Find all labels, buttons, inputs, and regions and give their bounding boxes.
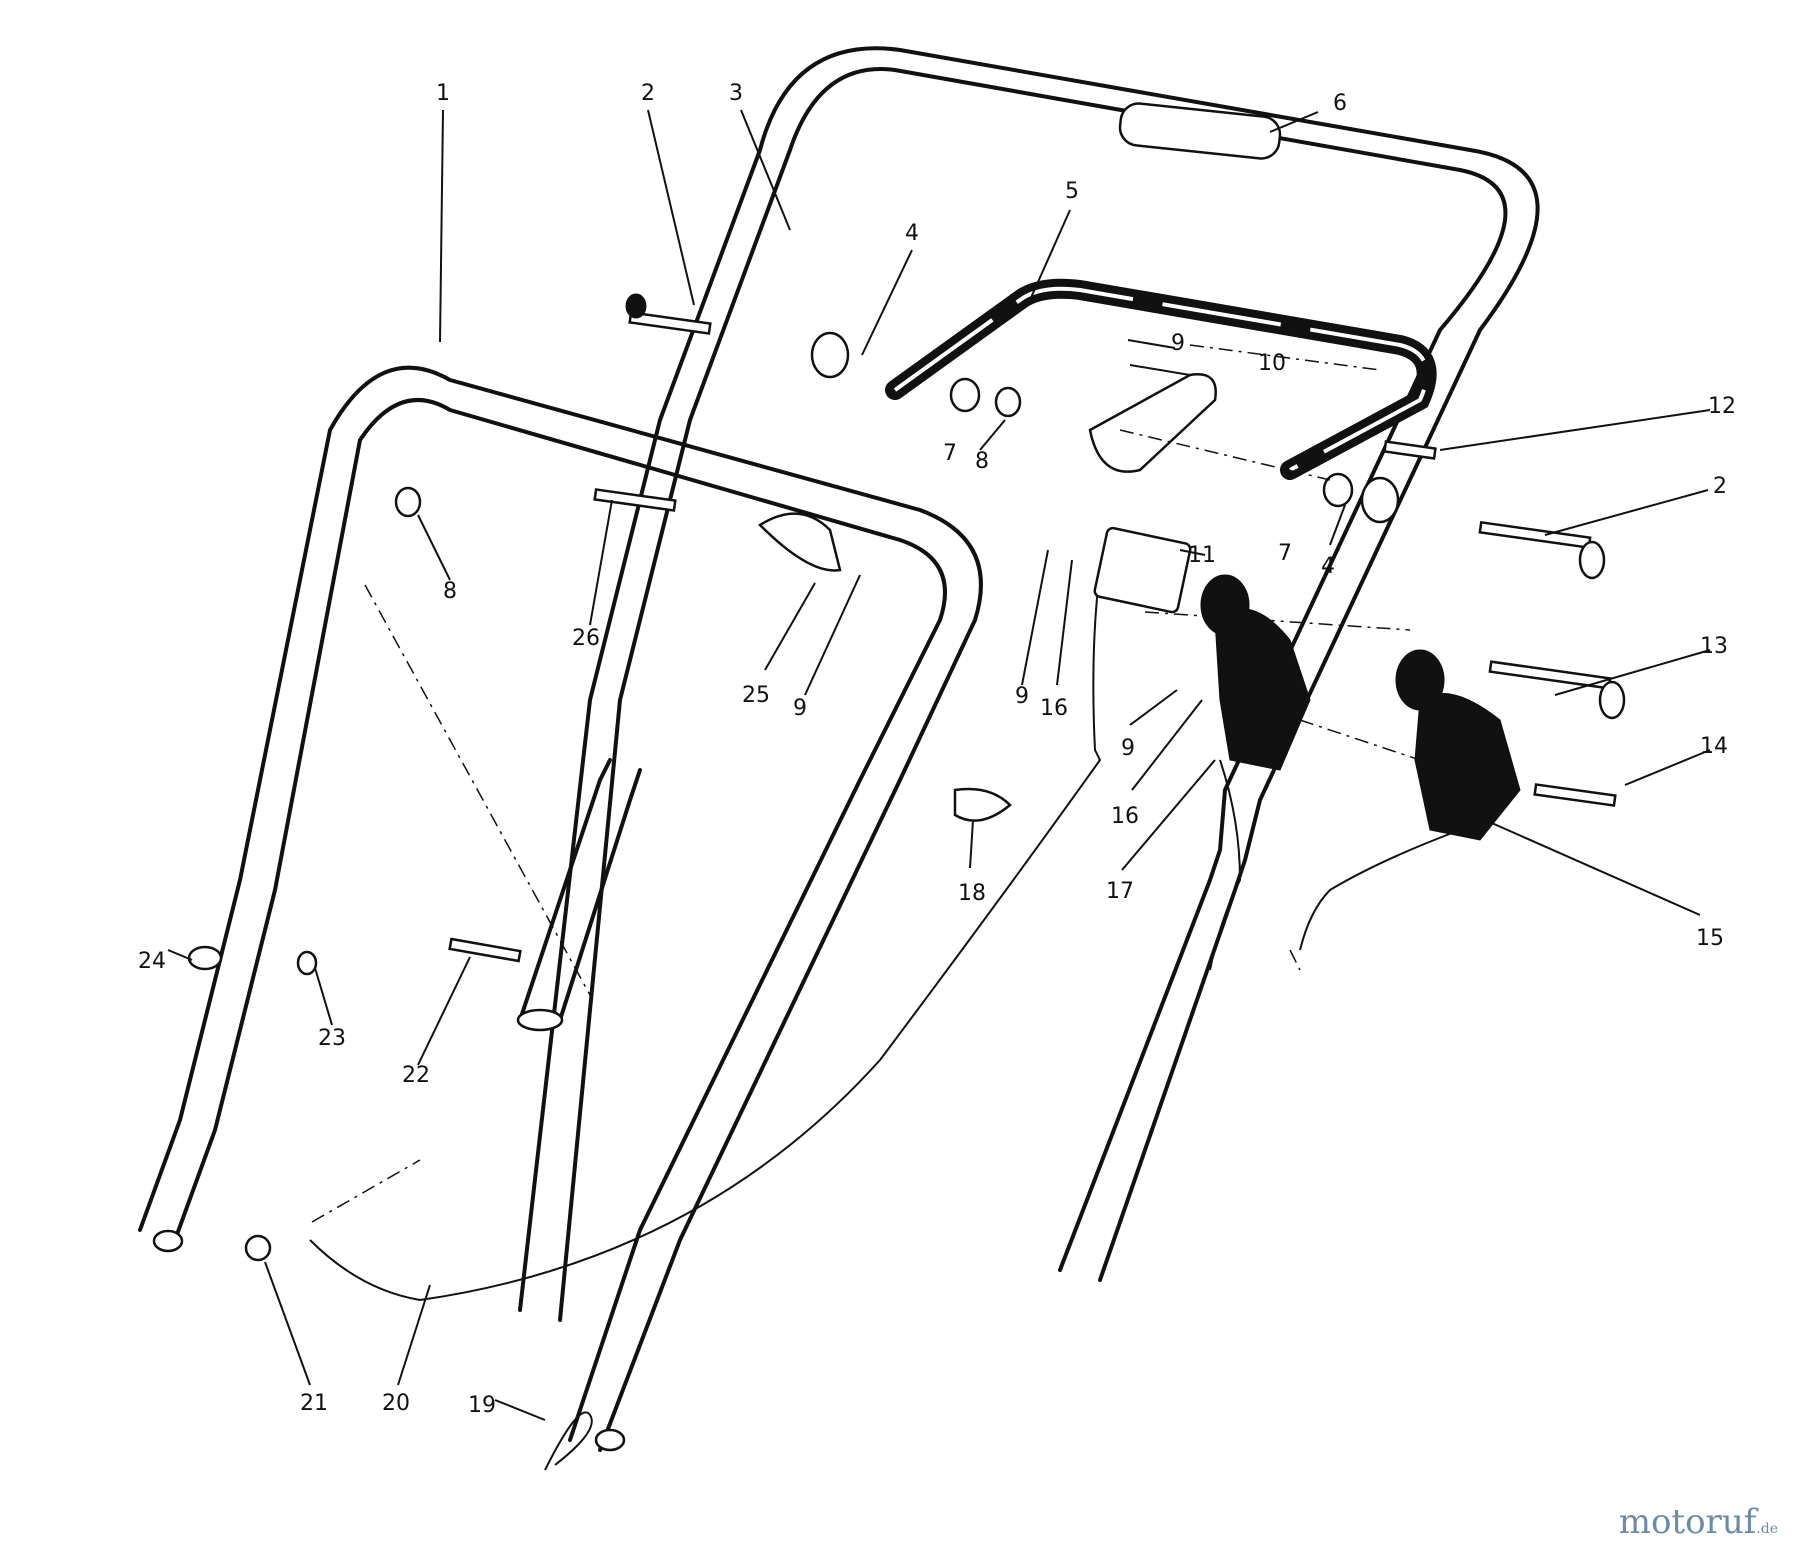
callout-12: 12 bbox=[1708, 394, 1736, 419]
callout-16: 16 bbox=[1040, 696, 1068, 721]
upper-handle bbox=[518, 46, 1540, 1322]
callout-4: 4 bbox=[1321, 554, 1335, 579]
callout-22: 22 bbox=[402, 1063, 430, 1088]
callout-16: 16 bbox=[1111, 804, 1139, 829]
callout-26: 26 bbox=[572, 626, 600, 651]
callout-24: 24 bbox=[138, 949, 166, 974]
bolt bbox=[1533, 783, 1617, 807]
callout-21: 21 bbox=[300, 1391, 328, 1416]
knob bbox=[1200, 574, 1250, 636]
knob bbox=[1395, 649, 1445, 711]
bolt bbox=[625, 293, 712, 335]
callout-9: 9 bbox=[1015, 684, 1029, 709]
knob-bolt bbox=[187, 945, 223, 971]
callout-18: 18 bbox=[958, 881, 986, 906]
callout-1: 1 bbox=[436, 81, 450, 106]
callout-10: 10 bbox=[1258, 351, 1286, 376]
callout-9: 9 bbox=[1121, 736, 1135, 761]
callout-4: 4 bbox=[905, 221, 919, 246]
callout-25: 25 bbox=[742, 683, 770, 708]
callout-13: 13 bbox=[1700, 634, 1728, 659]
watermark-suffix: .de bbox=[1756, 1521, 1778, 1537]
leader-lines bbox=[167, 109, 1711, 1421]
bolt-head bbox=[244, 1234, 272, 1262]
callout-6: 6 bbox=[1333, 91, 1347, 116]
reference-lines bbox=[311, 344, 1421, 1223]
callout-23: 23 bbox=[318, 1026, 346, 1051]
handle-grip-bar bbox=[1118, 102, 1282, 160]
cable-guide bbox=[758, 512, 842, 572]
bolt-head bbox=[1598, 680, 1626, 720]
switch-block bbox=[1093, 526, 1192, 614]
bail-bar bbox=[885, 278, 1437, 480]
watermark-logo: motoruf.de bbox=[1619, 1502, 1778, 1542]
lower-handle-bolt-hole bbox=[152, 1229, 184, 1253]
callout-2: 2 bbox=[1713, 474, 1727, 499]
callout-5: 5 bbox=[1065, 179, 1079, 204]
callout-7: 7 bbox=[1278, 541, 1292, 566]
nut bbox=[994, 386, 1022, 418]
lower-handle bbox=[138, 365, 983, 1452]
bolt bbox=[1383, 440, 1437, 460]
nut bbox=[394, 486, 422, 518]
callout-8: 8 bbox=[975, 449, 989, 474]
cable-clip bbox=[953, 787, 1012, 822]
callout-9: 9 bbox=[1171, 331, 1185, 356]
callout-8: 8 bbox=[443, 579, 457, 604]
lower-handle-bolt-hole bbox=[594, 1428, 626, 1452]
throttle-control bbox=[1414, 692, 1521, 841]
watermark-brand: motoruf bbox=[1618, 1502, 1757, 1542]
bushing bbox=[949, 377, 981, 413]
callout-labels: 1 2 3 6 5 4 9 10 12 2 7 8 7 4 11 8 26 25… bbox=[138, 81, 1736, 1418]
callout-2: 2 bbox=[641, 81, 655, 106]
spacer bbox=[1360, 476, 1400, 524]
callout-20: 20 bbox=[382, 1391, 410, 1416]
callout-3: 3 bbox=[729, 81, 743, 106]
callout-11: 11 bbox=[1188, 543, 1216, 568]
control-cables bbox=[309, 569, 1461, 1302]
bolt bbox=[593, 488, 677, 512]
callout-17: 17 bbox=[1106, 879, 1134, 904]
callout-7: 7 bbox=[943, 441, 957, 466]
callout-15: 15 bbox=[1696, 926, 1724, 951]
bolt bbox=[1478, 520, 1606, 580]
hair-pin bbox=[544, 1411, 593, 1471]
bolt bbox=[448, 937, 522, 963]
brace-tube-end bbox=[516, 1008, 564, 1032]
bracket bbox=[1088, 373, 1217, 473]
callout-19: 19 bbox=[468, 1393, 496, 1418]
handle-brace bbox=[516, 758, 642, 1032]
callout-9: 9 bbox=[793, 696, 807, 721]
nut bbox=[296, 950, 318, 976]
spacer bbox=[810, 331, 850, 379]
bushing bbox=[1322, 472, 1354, 508]
fasteners bbox=[187, 293, 1626, 1471]
callout-14: 14 bbox=[1700, 734, 1728, 759]
